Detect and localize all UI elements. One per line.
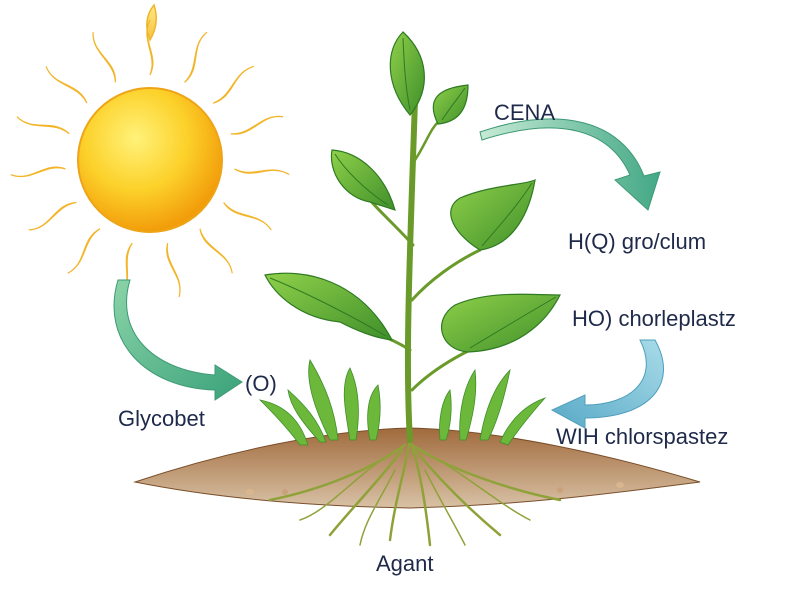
label-cena: CENA	[494, 100, 556, 125]
label-o: (O)	[245, 371, 277, 396]
leaf-right-big	[440, 293, 561, 353]
soil-pebbles	[246, 482, 624, 495]
oxygen-arrow-icon	[550, 339, 665, 429]
label-agant: Agant	[376, 551, 434, 576]
co2-arrow-icon	[479, 118, 661, 211]
roots	[268, 438, 562, 547]
leaf-top	[389, 31, 425, 116]
label-ho-chorleplastz: HO) chorleplastz	[572, 306, 736, 331]
grass-blades	[258, 358, 547, 446]
leaves	[264, 31, 561, 353]
leaf-veins	[269, 37, 557, 349]
sunlight-arrow-icon	[113, 279, 243, 401]
leaf-right-upper	[450, 178, 536, 251]
sun-icon	[10, 3, 290, 298]
label-wih-chlorspastez: WIH chlorspastez	[556, 424, 729, 449]
leaf-top-right	[432, 84, 469, 125]
label-glycobet: Glycobet	[118, 406, 205, 431]
leaf-left-upper	[330, 149, 396, 211]
label-hq-gro: H(Q) gro/clum	[568, 229, 707, 254]
plant-stem	[338, 97, 482, 443]
leaf-left-big	[264, 272, 394, 341]
